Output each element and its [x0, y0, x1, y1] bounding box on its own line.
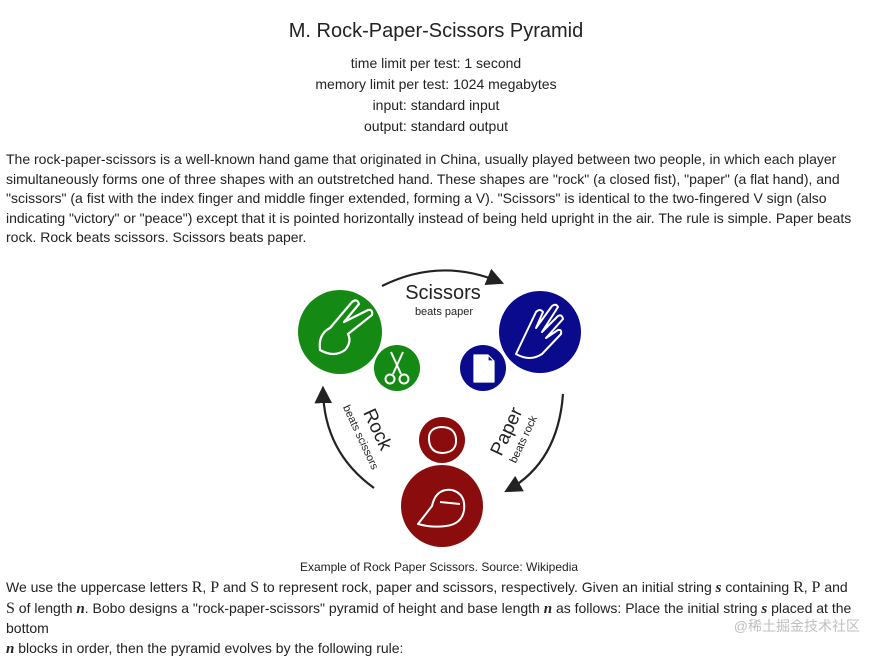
statement-paragraph-2: We use the uppercase letters R, P and S …	[6, 578, 858, 659]
scissors-hand-icon	[318, 299, 374, 356]
arrow-right	[504, 393, 565, 493]
output-spec: output: standard output	[364, 118, 508, 134]
p2-text: and	[820, 579, 848, 595]
scissors-sublabel: beats paper	[415, 306, 473, 318]
p2-text: . Bobo designs a "rock-paper-scissors" p…	[84, 599, 544, 616]
statement-paragraph-1: The rock-paper-scissors is a well-known …	[6, 151, 852, 245]
p2-text: to represent rock, paper and scissors, r…	[259, 579, 716, 595]
p2-text: containing	[721, 579, 794, 595]
math-S: S	[250, 579, 260, 596]
scissors-small-circle	[374, 345, 420, 391]
input-spec: input: standard input	[372, 97, 500, 113]
paper-hand-icon	[515, 303, 564, 359]
figure-caption: Example of Rock Paper Scissors. Source: …	[299, 560, 579, 574]
paper-icon	[473, 354, 495, 383]
rock-fist-icon	[417, 488, 466, 528]
rock-small-circle	[419, 417, 465, 463]
arrow-top	[381, 268, 505, 287]
math-S: S	[6, 599, 15, 617]
paper-circle	[499, 291, 581, 373]
rock-icon	[427, 425, 458, 455]
math-s: s	[761, 600, 768, 617]
math-R: R	[793, 579, 804, 596]
rps-diagram: Scissors beats paper Paper beats rock Ro…	[298, 268, 581, 547]
time-limit: time limit per test: 1 second	[350, 55, 522, 71]
watermark: @稀土掘金技术社区	[733, 618, 860, 634]
p2-text: ,	[202, 579, 211, 595]
p2-text: We use the uppercase letters	[6, 579, 192, 595]
p2-text: ,	[803, 579, 812, 595]
arrow-left	[314, 385, 375, 489]
math-n: n	[543, 600, 553, 617]
memory-limit: memory limit per test: 1024 megabytes	[315, 76, 557, 92]
math-P: P	[210, 579, 220, 596]
math-P: P	[811, 579, 821, 596]
scissors-circle	[298, 290, 382, 374]
rock-circle	[401, 465, 483, 547]
scissors-label: Scissors	[405, 282, 481, 304]
scissors-icon	[384, 351, 410, 385]
p2-text: and	[219, 579, 251, 595]
p2-text: as follows: Place the initial string	[552, 599, 762, 616]
p2-text: placed at the bottom	[6, 599, 852, 637]
math-n: n	[6, 640, 15, 657]
math-s: s	[715, 580, 722, 596]
p2-text: of length	[14, 599, 77, 616]
problem-title: M. Rock-Paper-Scissors Pyramid	[288, 20, 584, 42]
math-R: R	[191, 579, 203, 596]
math-n: n	[76, 600, 85, 617]
